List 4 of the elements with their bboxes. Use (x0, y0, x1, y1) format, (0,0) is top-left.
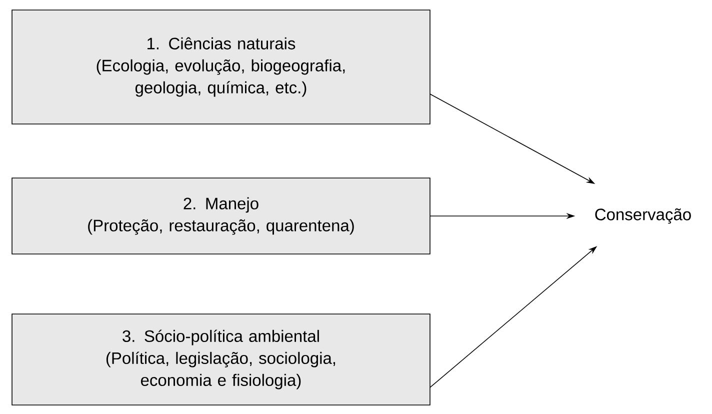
text-box: 3. Sócio-política ambiental (Política, legislação, sociologia, economia e fisiologia) (12, 314, 430, 406)
text-box: 1. Ciências naturais (Ecologia, evolução, biogeografia, geologia, química, etc.) (12, 10, 430, 124)
text-box: 2. Manejo (Proteção, restauração, quarentena) (12, 178, 430, 254)
label-text: Conservação (595, 208, 691, 224)
